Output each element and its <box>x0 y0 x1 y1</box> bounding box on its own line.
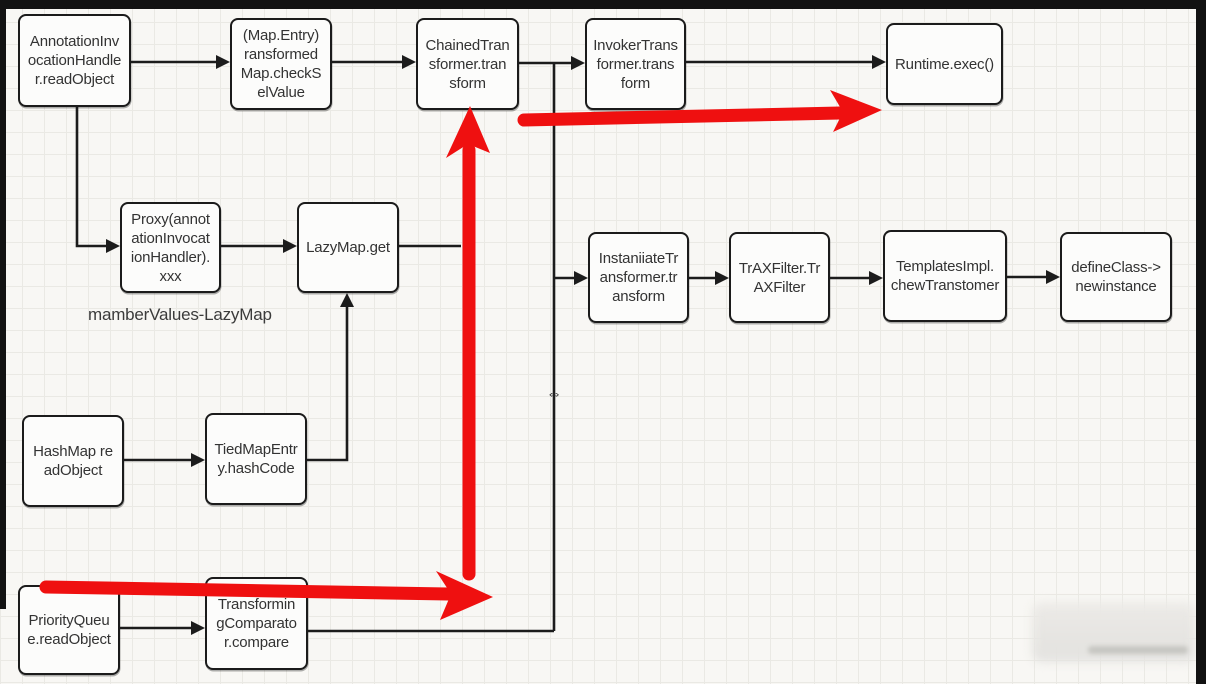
connector-arrowheads <box>106 55 1060 635</box>
arrowhead-icon <box>340 293 354 307</box>
node-invoker-transformer: InvokerTrans former.trans form <box>585 18 686 110</box>
node-hashmap-readobject: HashMap re adObject <box>22 415 124 507</box>
red-arrowhead-icon <box>830 90 882 132</box>
node-label: LazyMap.get <box>306 239 390 256</box>
arrowhead-icon <box>715 271 729 285</box>
node-proxy-annotation-invocation-handler: Proxy(annot ationInvocat ionHandler). xx… <box>120 202 221 293</box>
node-annotation-invocation-handler: AnnotationInv ocationHandle r.readObject <box>18 14 131 107</box>
frame-right-bar <box>1196 9 1206 684</box>
edge-annotation-to-proxy <box>75 107 107 248</box>
red-arrowhead-icon <box>446 106 490 158</box>
node-label: TemplatesImpl. chewTranstomer <box>890 258 1000 294</box>
node-label: PriorityQueu e.readObject <box>27 612 111 648</box>
node-priorityqueue-readobject: PriorityQueu e.readObject <box>18 585 120 675</box>
node-templatesimpl-newtransformer: TemplatesImpl. chewTranstomer <box>883 230 1007 322</box>
frame-left-bar <box>0 9 6 609</box>
node-transformed-map-checksetvalue: (Map.Entry) ransformed Map.checkS elValu… <box>230 18 332 110</box>
arrowhead-icon <box>191 453 205 467</box>
red-arrowhead-icon <box>436 571 493 620</box>
node-transforming-comparator: Transformin gComparato r.compare <box>205 577 308 670</box>
frame-top-bar <box>0 0 1206 9</box>
node-label: Proxy(annot ationInvocat ionHandler). xx… <box>130 210 211 285</box>
arrowhead-icon <box>283 239 297 253</box>
arrowhead-icon <box>216 55 230 69</box>
arrowhead-icon <box>106 239 120 253</box>
double-arrow-icon: ⇔ <box>546 386 562 403</box>
arrowhead-icon <box>1046 270 1060 284</box>
node-instantiate-transformer: InstaniiateTr ansformer.tr ansform <box>588 232 689 323</box>
node-tiedmapentry-hashcode: TiedMapEntr y.hashCode <box>205 413 307 505</box>
node-defineclass-newinstance: defineClass-> newinstance <box>1060 232 1172 322</box>
node-label: HashMap re adObject <box>33 443 113 479</box>
node-label: Runtime.exec() <box>895 55 994 73</box>
red-arrow-vertical-to-chainedtransformer <box>446 106 490 581</box>
arrowhead-icon <box>402 55 416 69</box>
arrowhead-icon <box>869 271 883 285</box>
node-label: Transformin gComparato r.compare <box>216 596 297 651</box>
arrowhead-icon <box>571 56 585 70</box>
node-lazymap-get: LazyMap.get <box>297 202 399 293</box>
node-label: AnnotationInv ocationHandle r.readObject <box>27 33 122 88</box>
node-traxfilter: TrAXFilter.Tr AXFilter <box>729 232 830 323</box>
node-label: TiedMapEntr y.hashCode <box>214 441 298 477</box>
red-arrow-to-runtime-exec <box>517 90 882 132</box>
node-chained-transformer: ChainedTran sformer.tran sform <box>416 18 519 110</box>
node-runtime-exec: Runtime.exec() <box>886 23 1003 105</box>
arrowhead-icon <box>872 55 886 69</box>
arrowhead-icon <box>191 621 205 635</box>
member-values-lazymap-label: mamberValues-LazyMap <box>88 305 272 324</box>
node-label: ChainedTran sformer.tran sform <box>425 36 510 92</box>
edge-tiedmapentry-to-lazymap <box>307 307 349 462</box>
node-label: InvokerTrans former.trans form <box>593 36 678 92</box>
connector-lines <box>75 60 1047 633</box>
node-label: (Map.Entry) ransformed Map.checkS elValu… <box>240 27 322 101</box>
node-label: TrAXFilter.Tr AXFilter <box>738 259 821 296</box>
arrowhead-icon <box>574 271 588 285</box>
node-label: defineClass-> newinstance <box>1071 259 1161 295</box>
node-label: InstaniiateTr ansformer.tr ansform <box>598 250 679 305</box>
watermark-streak <box>1088 646 1188 654</box>
